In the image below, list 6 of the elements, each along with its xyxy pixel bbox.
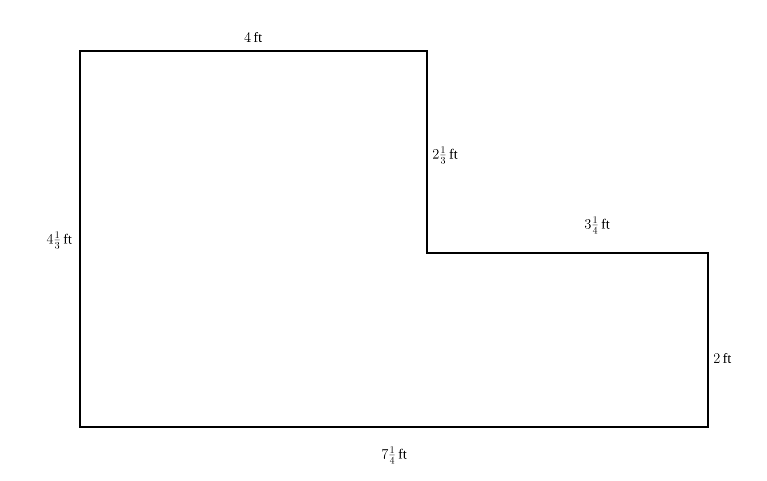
dimension-label: $2\frac{1}{3}\,\mathrm{ft}$ xyxy=(432,146,458,164)
dimension-label: $4\,\mathrm{ft}$ xyxy=(244,32,262,42)
dimension-label: $7\frac{1}{4}\,\mathrm{ft}$ xyxy=(382,446,407,464)
dimension-label: $4\frac{1}{3}\,\mathrm{ft}$ xyxy=(46,231,72,249)
dimension-label: $3\frac{1}{4}\,\mathrm{ft}$ xyxy=(584,216,610,234)
dimension-label: $2\,\mathrm{ft}$ xyxy=(714,352,732,363)
